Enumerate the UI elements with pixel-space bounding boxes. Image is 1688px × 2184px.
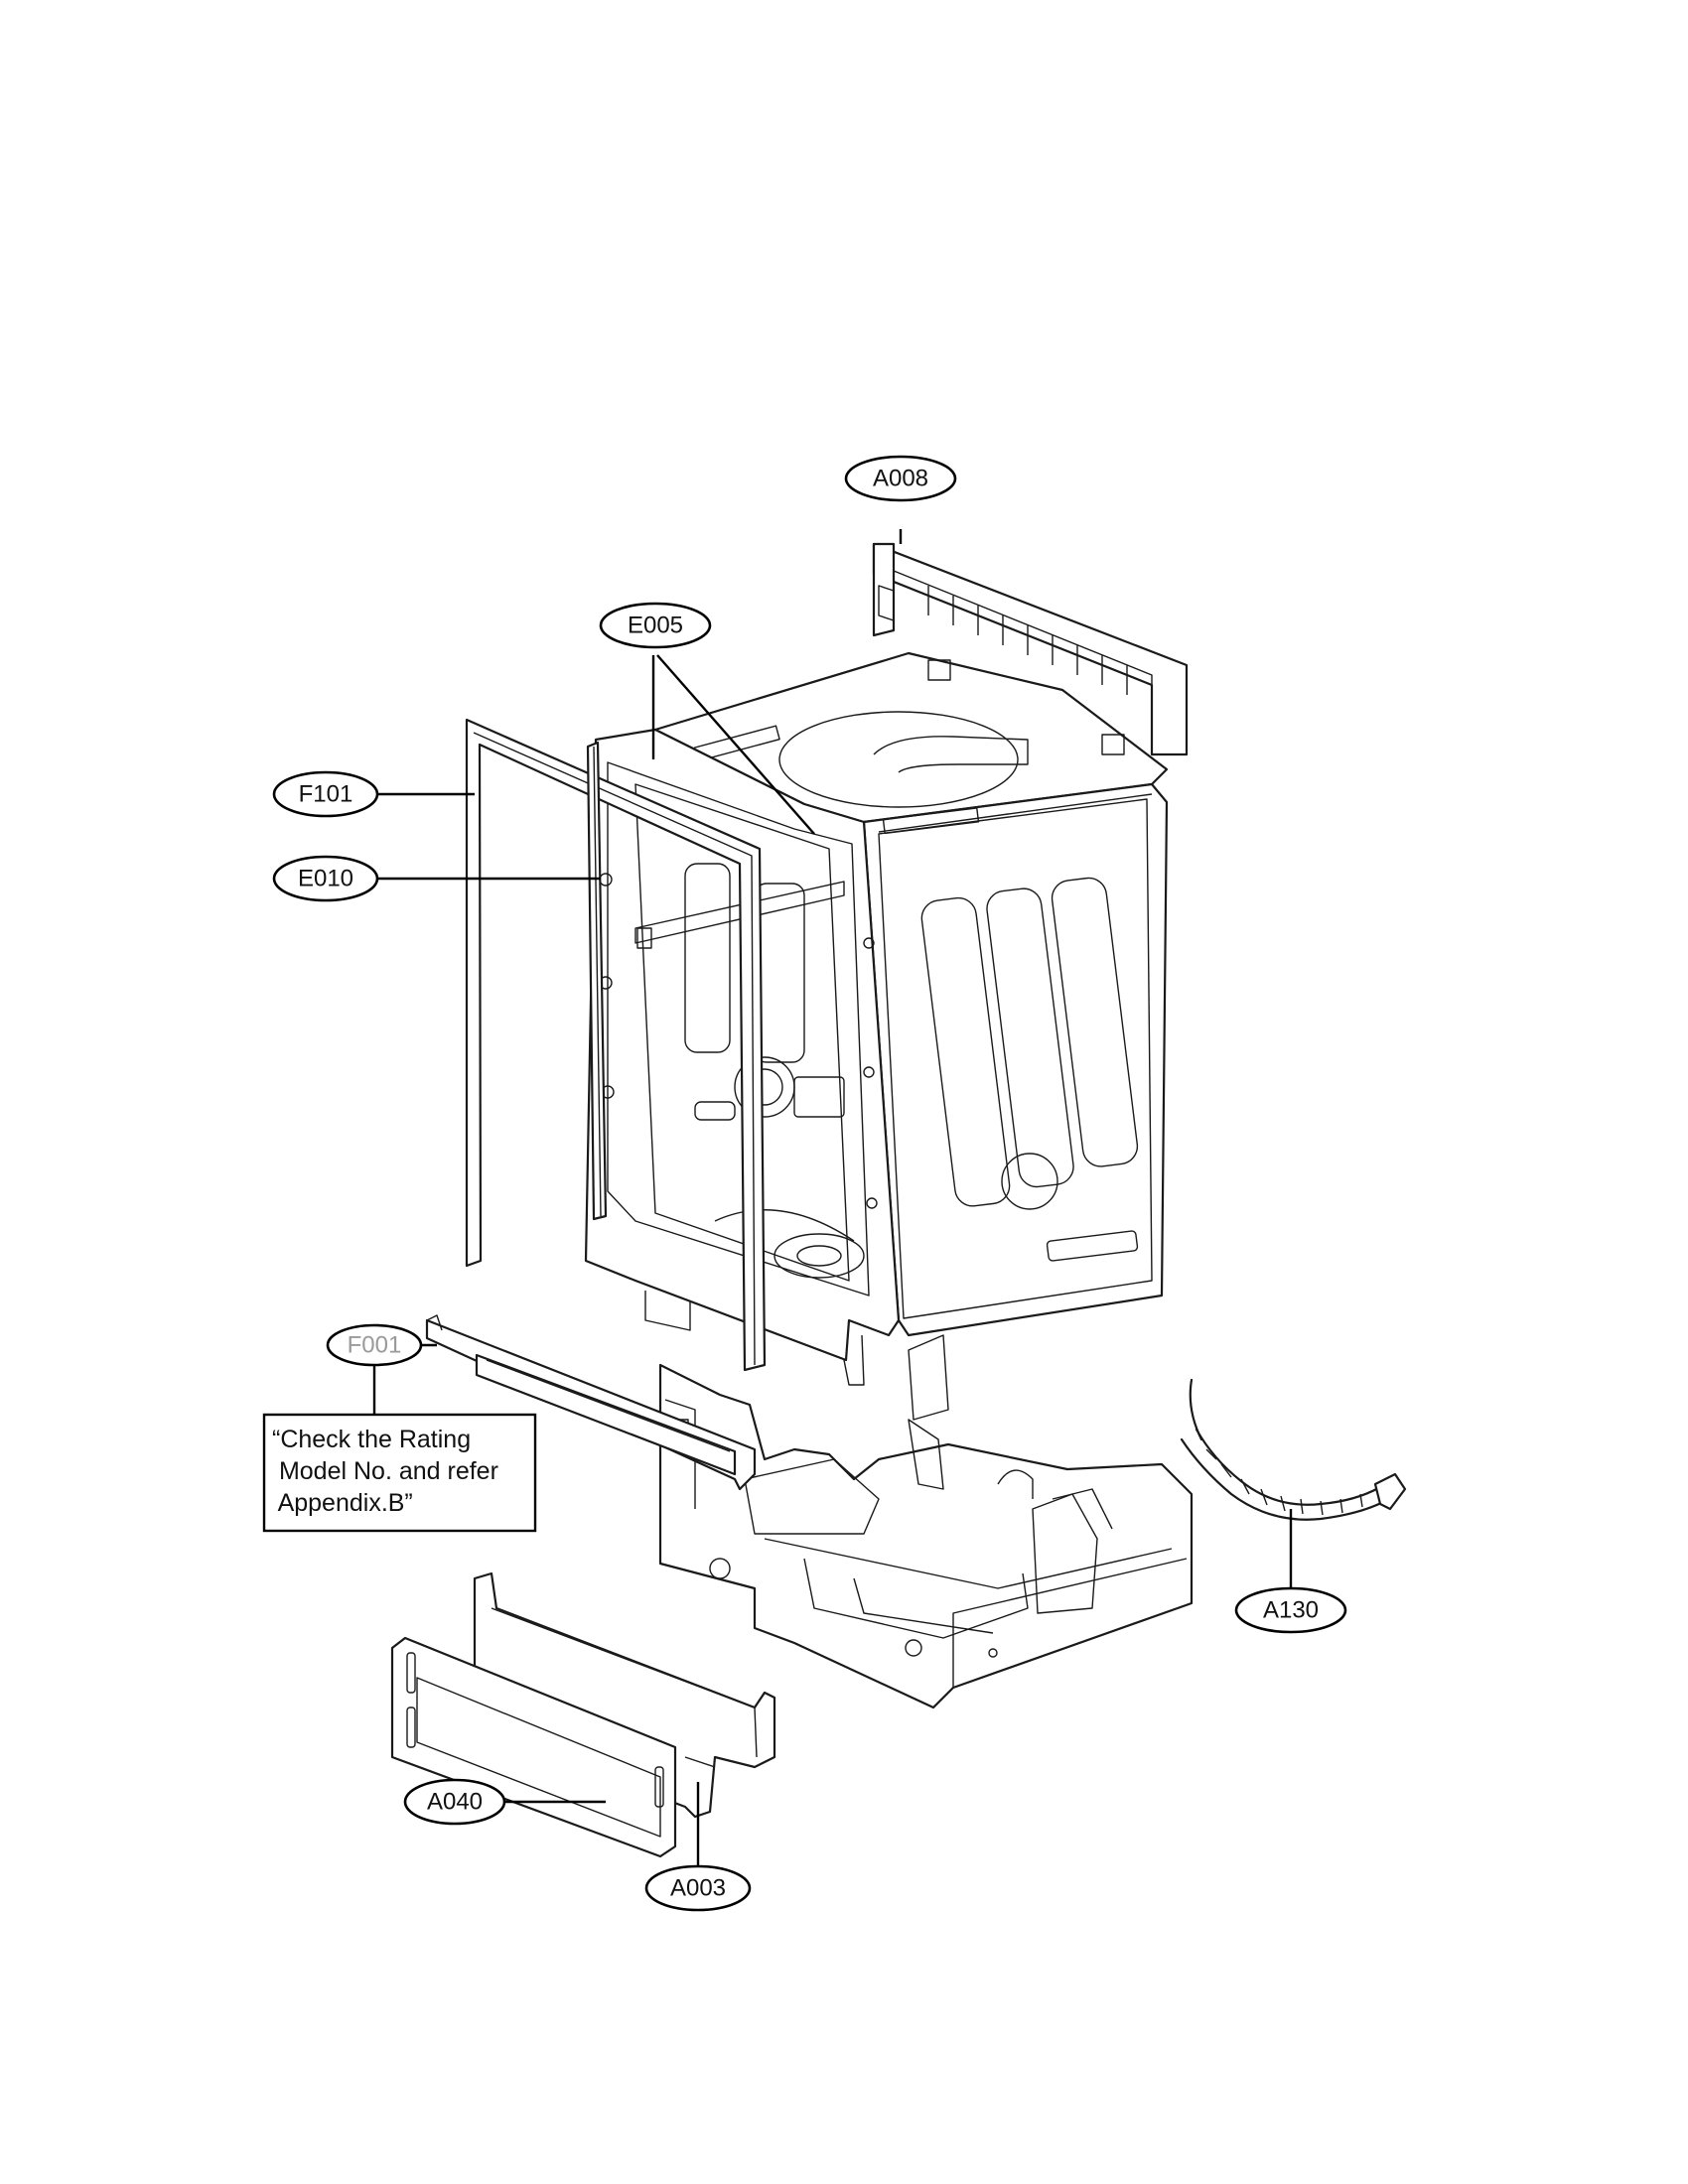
callout-f101-label: F101 <box>299 781 353 808</box>
base-frame <box>658 1334 1194 1709</box>
callout-f101: F101 <box>272 770 379 818</box>
callout-a130: A130 <box>1234 1586 1347 1634</box>
dishwasher-tub <box>584 651 1169 1386</box>
callout-e005-label: E005 <box>628 613 683 639</box>
callout-a040: A040 <box>403 1778 506 1826</box>
callout-a008-label: A008 <box>873 466 928 492</box>
callout-a130-label: A130 <box>1263 1597 1319 1624</box>
callout-e010-label: E010 <box>298 866 353 892</box>
appendix-note: “Check the Rating Model No. and refer Ap… <box>262 1413 537 1533</box>
appendix-note-line-2: Model No. and refer <box>272 1457 498 1485</box>
top-bracket-a008 <box>872 542 1189 756</box>
appendix-note-line-1: “Check the Rating <box>272 1426 471 1453</box>
door-gasket-f101 <box>465 718 767 1372</box>
front-trim-f001 <box>425 1314 757 1491</box>
callout-e010: E010 <box>272 855 379 902</box>
callout-a003: A003 <box>644 1864 752 1912</box>
callout-e005: E005 <box>599 602 712 649</box>
callout-f001: F001 <box>326 1323 423 1367</box>
appendix-note-line-3: Appendix.B” <box>272 1489 413 1517</box>
callout-a003-label: A003 <box>670 1875 726 1902</box>
callout-a008: A008 <box>844 455 957 502</box>
front-gasket-strip <box>586 741 608 1221</box>
callout-a040-label: A040 <box>427 1789 483 1816</box>
callout-f001-label: F001 <box>348 1332 402 1359</box>
leader-lines <box>372 529 1293 1866</box>
drain-hose-a130 <box>1180 1378 1407 1521</box>
